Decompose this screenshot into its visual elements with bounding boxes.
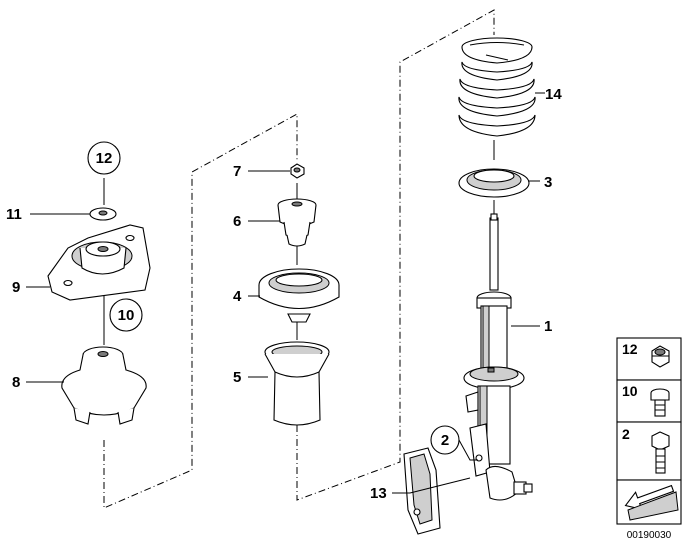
arrow-icon <box>624 484 679 521</box>
bump-stop <box>277 198 317 247</box>
hardware-legend: 12 10 2 <box>616 337 682 525</box>
part-label-2: 2 <box>441 432 449 449</box>
long-bolt-icon <box>651 431 670 474</box>
part-label-9: 9 <box>12 279 20 296</box>
part-label-3: 3 <box>544 174 552 191</box>
washer <box>89 207 117 221</box>
callout-circle-10 <box>109 298 143 332</box>
legend-label-12: 12 <box>622 341 638 357</box>
legend-label-10: 10 <box>622 383 638 399</box>
part-label-13: 13 <box>370 485 387 502</box>
nut-icon <box>651 345 670 368</box>
short-bolt-icon <box>650 388 670 417</box>
upper-spring-pad <box>258 268 340 323</box>
protective-sleeve <box>264 341 330 426</box>
part-label-10: 10 <box>118 307 135 324</box>
part-label-1: 1 <box>544 318 552 335</box>
part-label-14: 14 <box>545 86 562 103</box>
strut-guard <box>403 447 441 535</box>
dust-cover <box>61 346 147 425</box>
part-label-4: 4 <box>233 288 242 305</box>
coil-spring <box>458 37 536 137</box>
nut-small <box>290 163 305 179</box>
legend-label-2: 2 <box>622 426 630 442</box>
part-label-6: 6 <box>233 213 241 230</box>
part-label-8: 8 <box>12 374 20 391</box>
diagram-code: 00190030 <box>627 530 672 541</box>
part-label-12: 12 <box>96 150 113 167</box>
leader-lines <box>26 92 545 494</box>
callout-circle-12 <box>87 141 121 175</box>
spring-pad <box>458 168 530 198</box>
shock-absorber <box>463 213 533 501</box>
part-label-11: 11 <box>6 206 22 223</box>
part-label-5: 5 <box>233 369 241 386</box>
legend-cell-2 <box>616 421 682 481</box>
callout-circle-2 <box>430 425 460 455</box>
support-bearing <box>47 224 151 301</box>
part-labels: 11 9 8 7 6 4 5 14 3 1 13 12 10 2 <box>6 86 562 502</box>
part-label-7: 7 <box>233 163 241 180</box>
legend-cell-10 <box>616 379 682 423</box>
